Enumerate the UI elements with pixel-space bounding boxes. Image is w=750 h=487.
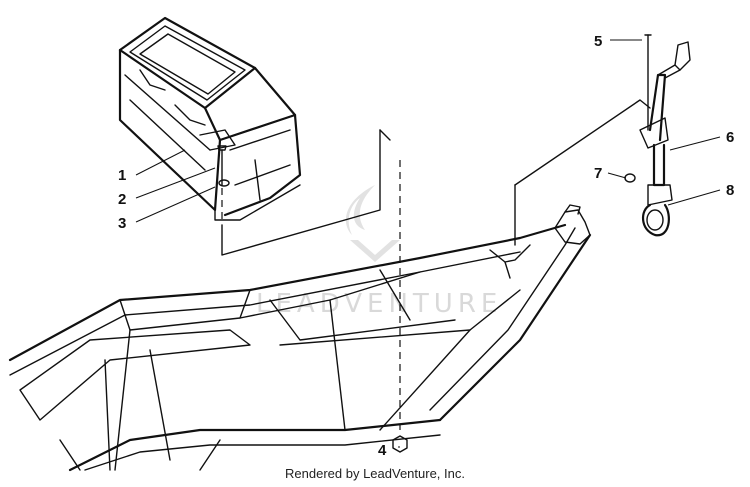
- watermark: LEADVENTURE: [256, 185, 502, 319]
- jack-mount-projection: [514, 99, 651, 246]
- callout-8: 8: [726, 182, 734, 199]
- trailer-frame: [8, 204, 592, 472]
- nut-4: [392, 435, 408, 453]
- battery-mount-projection: [221, 129, 401, 430]
- callout-2: 2: [118, 191, 126, 208]
- callout-leaders: [135, 39, 721, 448]
- watermark-text: LEADVENTURE: [256, 289, 502, 319]
- callout-1: 1: [118, 167, 126, 184]
- bolt-2: [217, 145, 227, 222]
- callout-5: 5: [594, 33, 602, 50]
- callout-3: 3: [118, 215, 126, 232]
- washer-3: [218, 179, 230, 187]
- battery-box: [118, 16, 302, 221]
- callout-6: 6: [726, 129, 734, 146]
- callout-7: 7: [594, 165, 602, 182]
- flame-logo-icon: [345, 185, 400, 262]
- callout-numbers: 1 2 3 4 5 6 7 8: [118, 33, 734, 459]
- nut-7: [624, 173, 636, 183]
- callout-4: 4: [378, 442, 387, 459]
- tongue-jack: [639, 34, 691, 237]
- render-credit: Rendered by LeadVenture, Inc.: [285, 466, 465, 481]
